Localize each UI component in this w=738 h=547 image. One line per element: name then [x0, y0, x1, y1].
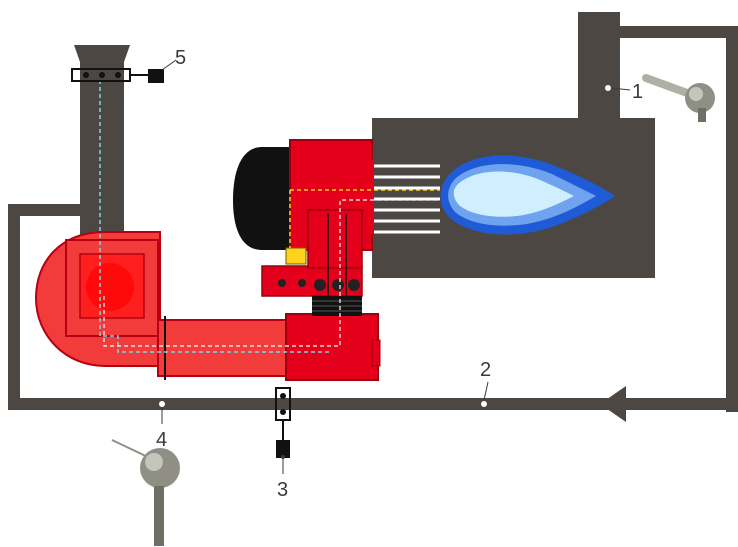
- signal-lines: [99, 80, 440, 353]
- callout-5: 5: [175, 47, 186, 69]
- flow-arrow-icon: [600, 386, 626, 422]
- flame-icon: [440, 155, 615, 235]
- burner: [233, 139, 374, 316]
- damper-actuator-icon: [148, 69, 164, 83]
- nozzle-tubes: [372, 164, 440, 234]
- callout-1: 1: [632, 81, 643, 103]
- recirculation-duct: [8, 12, 738, 422]
- temperature-probe-icon: [605, 74, 715, 122]
- air-duct: [157, 319, 287, 377]
- chimney-damper: [71, 59, 177, 83]
- air-box: [285, 313, 379, 381]
- callout-2: 2: [480, 359, 491, 381]
- return-damper: [275, 387, 291, 474]
- callout-3: 3: [277, 479, 288, 501]
- callout-4: 4: [156, 429, 167, 451]
- return-actuator-icon: [276, 440, 290, 458]
- oxygen-probe-icon: [111, 401, 180, 546]
